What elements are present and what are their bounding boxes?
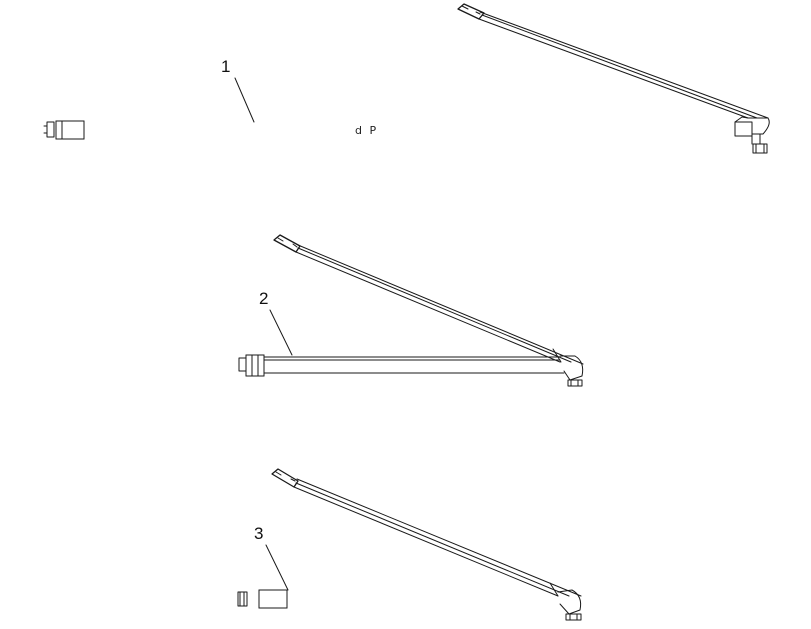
item-3-small-tube bbox=[238, 590, 287, 608]
leader-line-3 bbox=[266, 545, 288, 590]
item-1-arm bbox=[457, 3, 769, 153]
callout-3: 3 bbox=[254, 524, 264, 543]
stray-marks: d P bbox=[355, 124, 379, 137]
leader-line-1 bbox=[235, 78, 254, 122]
leader-line-2 bbox=[270, 310, 292, 355]
callout-2: 2 bbox=[259, 289, 269, 308]
item-3-arm bbox=[271, 468, 581, 620]
item-1-small-tube bbox=[44, 121, 84, 139]
item-2-arm bbox=[239, 234, 583, 386]
callout-1: 1 bbox=[221, 57, 231, 76]
